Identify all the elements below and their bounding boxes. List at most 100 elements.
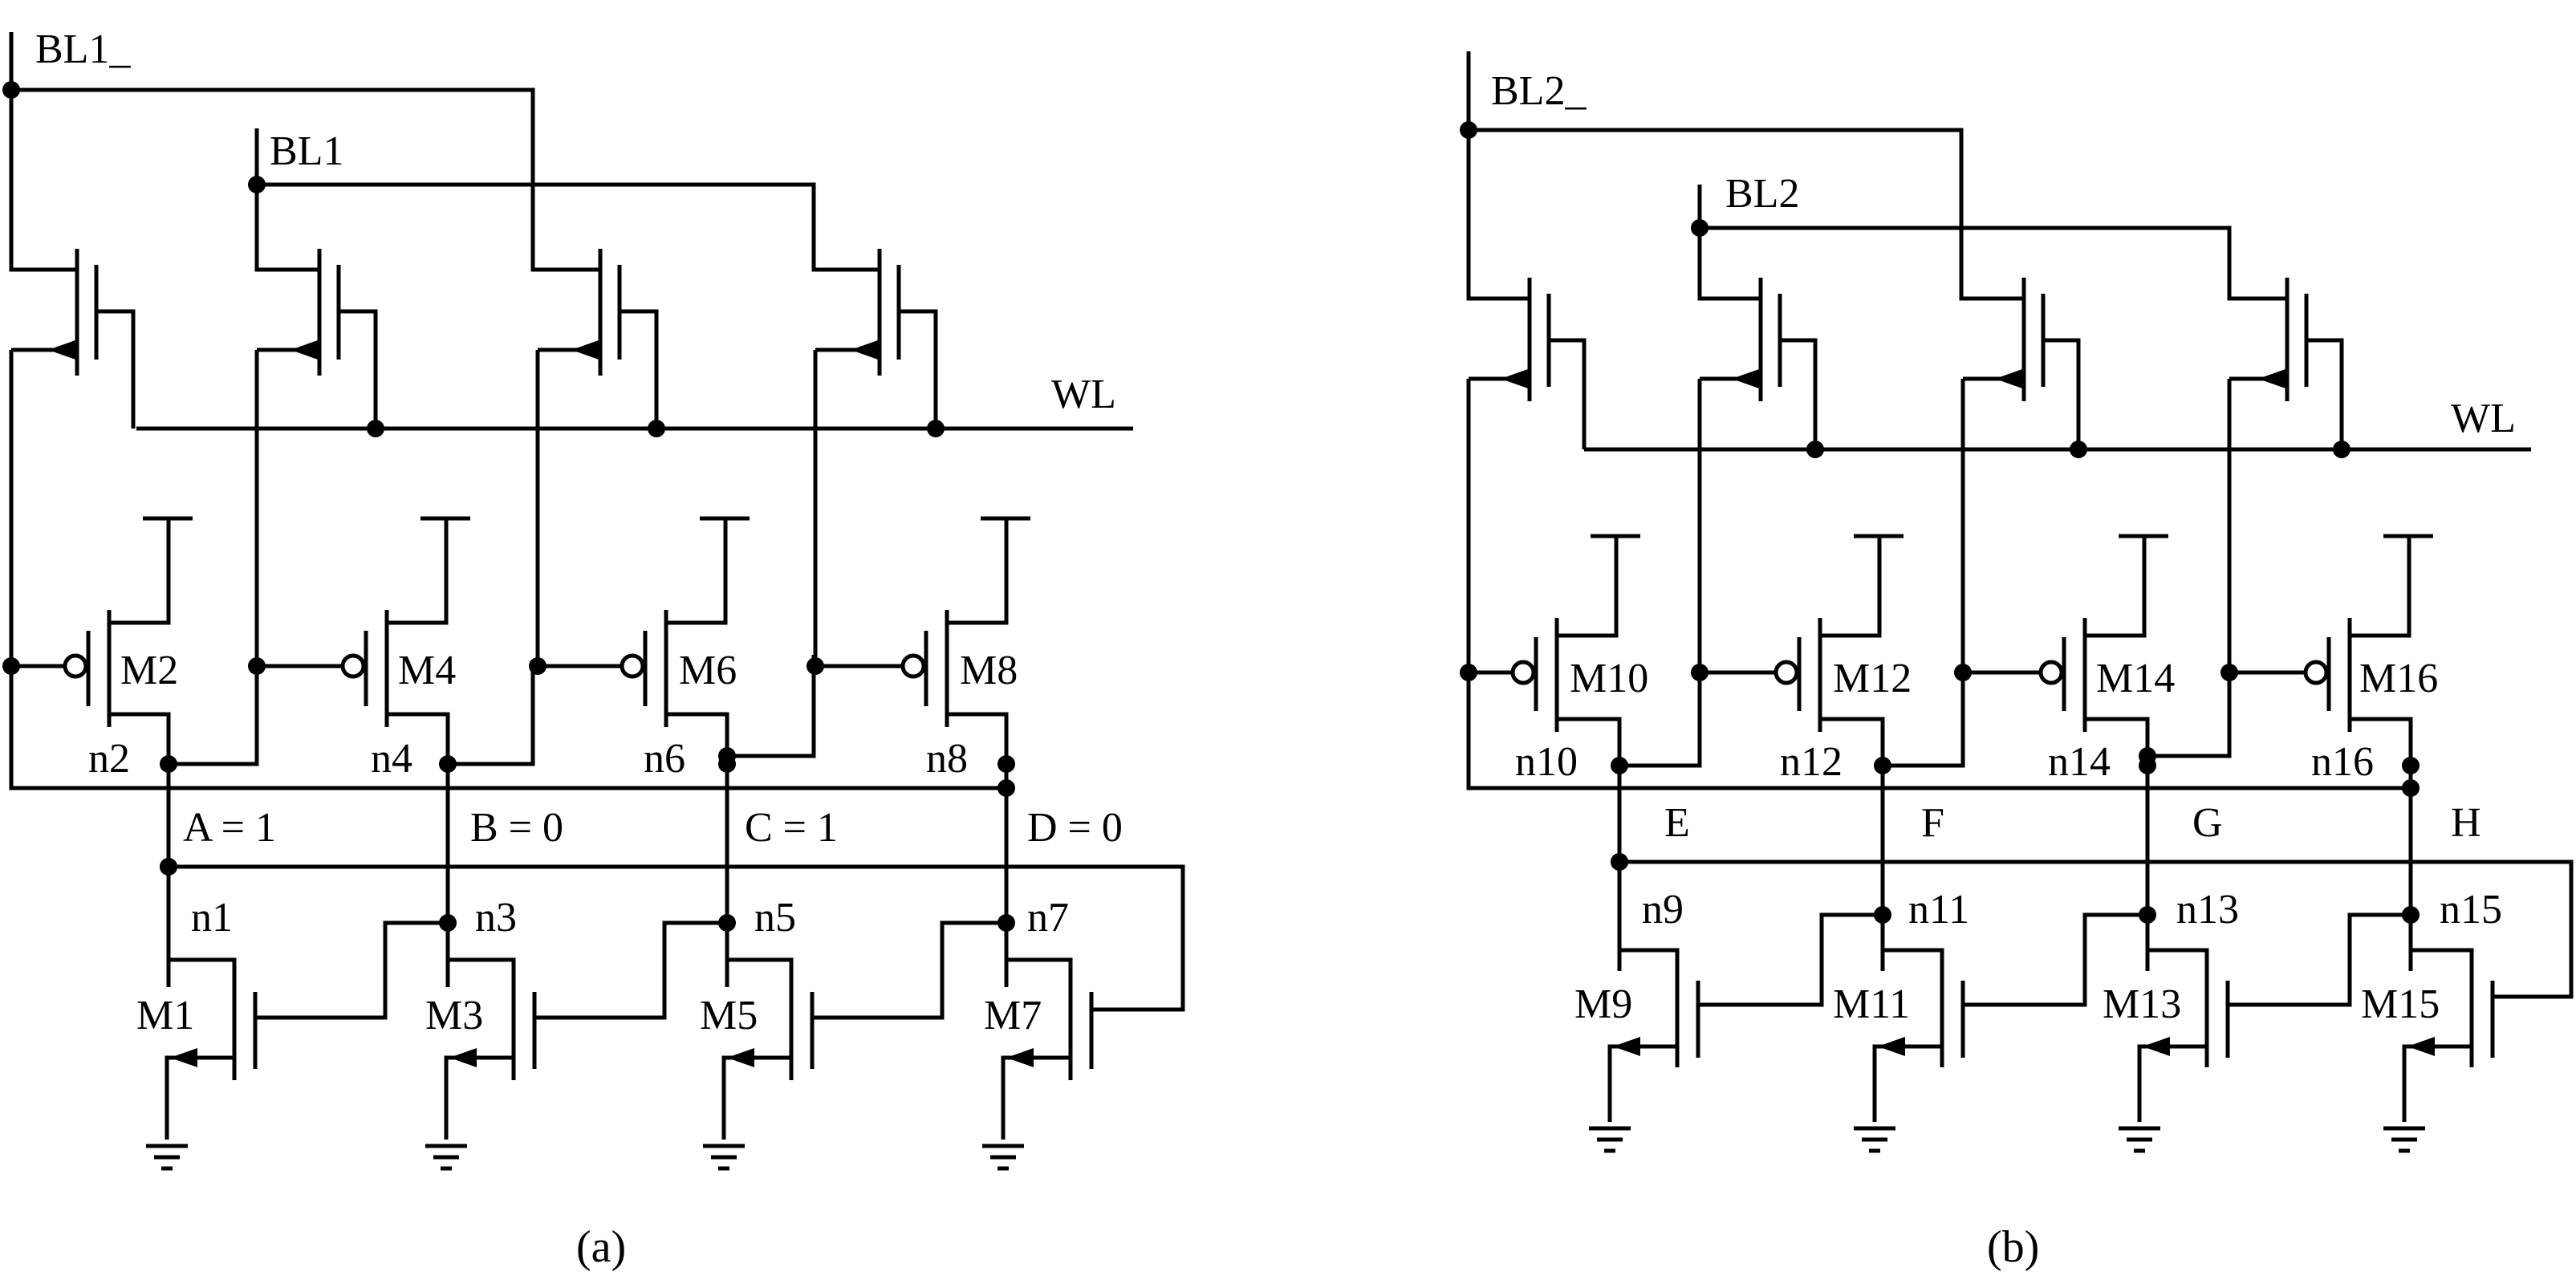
pmos-a0-bubble: [63, 653, 88, 679]
bl2-bar-label: BL2_: [1491, 68, 1587, 114]
nmos-b3-source: [2402, 1044, 2472, 1122]
nmos-a1-source: [444, 1055, 514, 1140]
pmos-b1-bubble: [1774, 660, 1799, 685]
pmos-b2-source: [2085, 536, 2147, 638]
nmos-label-m1: M1: [136, 993, 194, 1038]
node-label-n1: n1: [191, 895, 233, 941]
nmos-b0-arrow: [1613, 1037, 1640, 1056]
access-b2-gate-lead: [2043, 338, 2081, 449]
wl-label-b: WL: [2451, 396, 2516, 441]
access-b2-arrow: [1995, 369, 2022, 388]
pmos-label-m12: M12: [1833, 656, 1912, 701]
bl2-to-access2: [1697, 228, 1761, 301]
nmos-a2-drain: [727, 957, 794, 992]
bl2-to-access4: [2227, 296, 2287, 301]
caption-b: (b): [1987, 1222, 2039, 1272]
gate-link-a0: [255, 920, 448, 1020]
pmos-label-m10: M10: [1570, 656, 1648, 701]
pmos-a1-drain: [387, 712, 450, 764]
access-a3-gate-lead: [899, 309, 938, 429]
wires-b: [1460, 51, 2574, 1153]
access-b1-arrow: [1732, 369, 1759, 388]
bl1-to-access2: [254, 185, 319, 272]
n10-to-col: [1619, 672, 1702, 768]
node-label-n9: n9: [1642, 887, 1684, 933]
n6-to-col: [727, 655, 816, 758]
nmos-a1-arrow: [449, 1048, 477, 1067]
nmos-b1-arrow: [1878, 1037, 1905, 1056]
bl2-wire: [1700, 226, 2232, 297]
access-b0-arrow: [1501, 369, 1528, 388]
nmos-a3-drain: [1006, 957, 1073, 992]
node-label-n3: n3: [475, 895, 517, 941]
node-label-n13: n13: [2176, 887, 2239, 933]
bl1-wire: [257, 182, 816, 255]
access-b1-gate-lead: [1780, 338, 1818, 449]
bl2-bar-wire: [1469, 128, 1964, 297]
n14-to-col: [2147, 664, 2232, 758]
pmos-b3-drain: [2350, 717, 2413, 766]
nmos-b1-source: [1872, 1044, 1942, 1122]
access-a1-gate-lead: [339, 309, 378, 429]
pmos-label-m8: M8: [960, 648, 1018, 693]
pmos-a3-bubble: [900, 653, 926, 679]
node-label-n8: n8: [926, 736, 968, 782]
pmos-a1-bubble: [340, 653, 366, 679]
pmos-a2-source: [666, 518, 728, 625]
node-label-n5: n5: [754, 895, 796, 941]
n2-to-col: [169, 666, 259, 766]
nmos-b3-drain: [2411, 948, 2474, 981]
nmos-b0-drain: [1619, 948, 1680, 981]
node-label-n7: n7: [1027, 895, 1069, 941]
feedback-a: [169, 864, 1185, 1012]
pmos-a3-drain: [947, 712, 1009, 764]
pmos-b3-bubble: [2303, 660, 2329, 685]
node-label-n2: n2: [88, 736, 130, 782]
access-b3-gate-dot: [2333, 441, 2350, 458]
n4-to-col: [448, 666, 535, 766]
pmos-a0-drain: [109, 712, 171, 764]
return-line-b: [1466, 672, 2411, 790]
node-label-n15: n15: [2440, 887, 2502, 933]
access-b3-arrow: [2258, 369, 2285, 388]
nmos-b1-drain: [1883, 948, 1944, 981]
nmos-label-m15: M15: [2361, 981, 2440, 1027]
nmos-b2-arrow: [2143, 1037, 2170, 1056]
bl1-bar-to-m-access1: [9, 90, 77, 272]
access-a1-gate-dot: [367, 420, 384, 437]
node-label-n14: n14: [2048, 739, 2111, 785]
nmos-a2-source: [721, 1055, 791, 1140]
pmos-label-m16: M16: [2359, 656, 2438, 701]
nmos-a0-arrow: [170, 1048, 197, 1067]
nmos-a1-drain: [448, 957, 516, 992]
feedback-b: [1619, 859, 2574, 999]
state-label-g: G: [2192, 800, 2223, 846]
pmos-label-m14: M14: [2096, 656, 2175, 701]
nmos-label-m7: M7: [984, 993, 1042, 1038]
wires-a: [2, 32, 1185, 1171]
nmos-node-dot-a0: [160, 858, 177, 876]
bl2-bar-to-access1: [1466, 130, 1530, 301]
nmos-a2-arrow: [727, 1048, 754, 1067]
state-label-d: D = 0: [1027, 805, 1123, 851]
nmos-label-m13: M13: [2103, 981, 2181, 1027]
state-label-h: H: [2451, 800, 2481, 846]
access-b0-gate-lead: [1549, 338, 1587, 449]
nmos-b2-drain: [2147, 948, 2209, 981]
nmos-node-dot-b0: [1611, 853, 1628, 871]
access-a3-arrow: [851, 340, 878, 360]
access-a2-arrow: [571, 340, 599, 360]
nmos-a3-source: [1001, 1055, 1071, 1140]
wl-label-a: WL: [1051, 372, 1116, 417]
gate-link-b1: [1963, 912, 2147, 1007]
state-label-e: E: [1664, 800, 1690, 846]
node-label-n16: n16: [2311, 739, 2374, 785]
pmos-label-m4: M4: [398, 648, 456, 693]
access-a0-gate-lead: [96, 309, 136, 429]
n14-dot: [2139, 747, 2156, 765]
state-label-f: F: [1921, 800, 1944, 846]
node-label-n6: n6: [644, 736, 685, 782]
state-label-c: C = 1: [745, 805, 838, 851]
pmos-b1-drain: [1820, 717, 1885, 766]
pmos-b3-source: [2350, 536, 2411, 638]
